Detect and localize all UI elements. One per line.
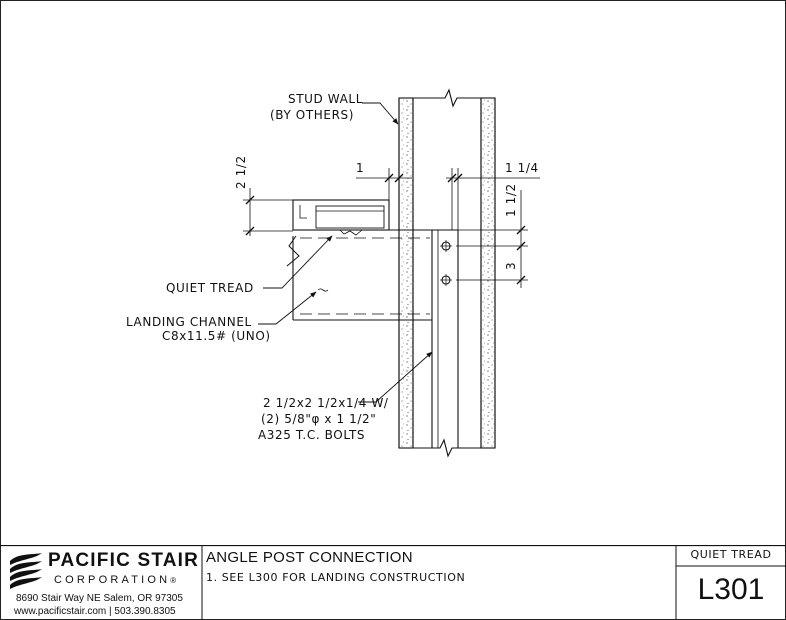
dim-1-1-2: 1 1/2 (504, 183, 518, 217)
dimension-lines (243, 168, 540, 288)
sheet-number: L301 (697, 573, 765, 606)
label-bolt-spec: A325 T.C. BOLTS (258, 428, 365, 442)
dimension-labels: 2 1/2 1 1 1/4 1 1/2 3 (234, 155, 539, 270)
stud-wall (398, 88, 496, 458)
label-by-others: (BY OTHERS) (270, 108, 354, 122)
detail-drawing: STUD WALL (BY OTHERS) QUIET TREAD LANDIN… (126, 88, 540, 458)
company-subtitle: CORPORATION® (54, 574, 177, 586)
company-address: 8690 Stair Way NE Salem, OR 97305 (16, 593, 183, 604)
callout-labels: STUD WALL (BY OTHERS) QUIET TREAD LANDIN… (126, 92, 389, 442)
dim-3: 3 (504, 262, 518, 270)
dim-1-1-4: 1 1/4 (505, 161, 539, 175)
angle-post (431, 229, 459, 448)
title-block: PACIFIC STAIR CORPORATION® 8690 Stair Wa… (0, 545, 786, 620)
label-channel-size: C8x11.5# (UNO) (162, 329, 271, 343)
company-name: PACIFIC STAIR (48, 550, 200, 571)
quiet-tread-pan (292, 199, 390, 236)
dim-1: 1 (356, 161, 364, 175)
label-angle: 2 1/2x2 1/2x1/4 W/ (263, 396, 389, 410)
drawing-title: ANGLE POST CONNECTION (206, 549, 413, 566)
dim-2-1-2: 2 1/2 (234, 155, 248, 189)
label-landing-channel: LANDING CHANNEL (126, 315, 252, 329)
registered-mark: ® (170, 576, 177, 585)
label-stud-wall: STUD WALL (288, 92, 363, 106)
label-quiet-tread: QUIET TREAD (166, 281, 254, 295)
company-block: PACIFIC STAIR CORPORATION® 8690 Stair Wa… (0, 545, 202, 620)
pacific-stair-logo-icon (10, 553, 42, 589)
title-block-grid (0, 545, 786, 620)
drawing-note: 1. SEE L300 FOR LANDING CONSTRUCTION (206, 571, 466, 584)
product-name: QUIET TREAD (690, 548, 772, 561)
leader-lines (258, 102, 433, 403)
label-bolts: (2) 5/8"φ x 1 1/2" (261, 412, 376, 426)
company-contact: www.pacificstair.com | 503.390.8305 (14, 606, 176, 617)
